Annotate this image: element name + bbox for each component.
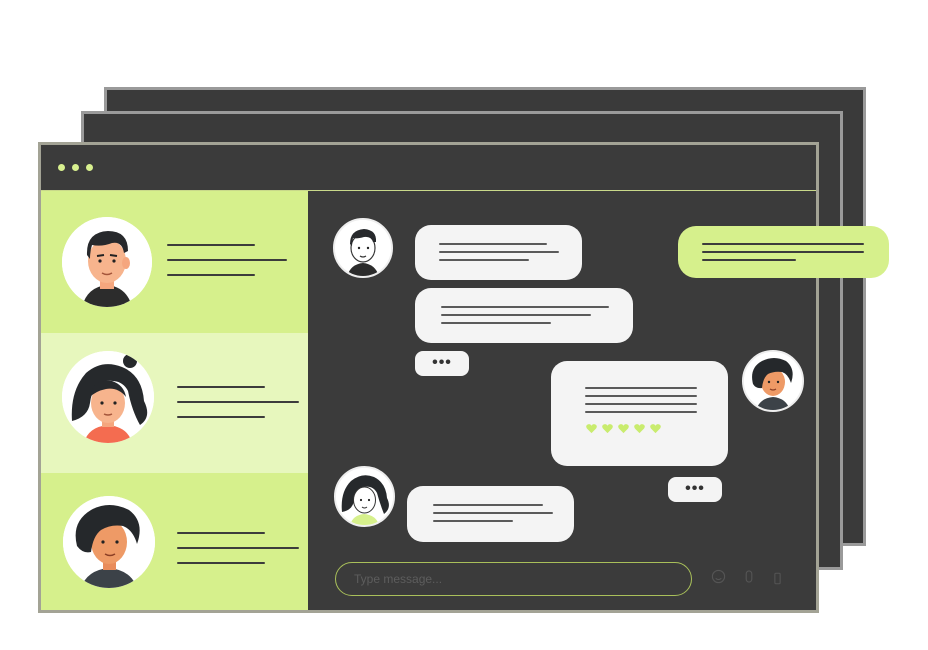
title-bar	[41, 145, 816, 191]
man-avatar	[333, 218, 393, 278]
message-bubble	[415, 288, 633, 343]
typing-indicator: •••	[415, 351, 469, 376]
window-control-dot[interactable]	[72, 164, 79, 171]
message-bubble-reply	[551, 361, 728, 466]
heart-icon	[618, 424, 629, 434]
window-control-dot[interactable]	[58, 164, 65, 171]
curly-hair-man-avatar	[63, 496, 155, 588]
heart-icon	[586, 424, 597, 434]
heart-icon	[602, 424, 613, 434]
message-input[interactable]	[335, 562, 692, 596]
attachment-icon[interactable]	[745, 570, 753, 586]
woman-avatar	[334, 466, 395, 527]
heart-icon	[634, 424, 645, 434]
window-control-dot[interactable]	[86, 164, 93, 171]
contact-item[interactable]	[41, 473, 308, 610]
incoming-message-bubble	[678, 226, 889, 278]
man-avatar	[62, 217, 152, 307]
woman-avatar	[62, 351, 154, 443]
curly-hair-man-avatar	[742, 350, 804, 412]
message-bubble	[415, 225, 582, 280]
emoji-icon[interactable]	[711, 569, 726, 587]
contact-list	[41, 191, 308, 610]
contact-item[interactable]	[41, 191, 308, 333]
chat-window: ••• •••	[38, 142, 819, 613]
phone-icon[interactable]	[774, 572, 781, 588]
heart-icon	[650, 424, 661, 434]
typing-indicator: •••	[668, 477, 722, 502]
message-bubble	[407, 486, 574, 542]
contact-item-selected[interactable]	[41, 333, 308, 473]
